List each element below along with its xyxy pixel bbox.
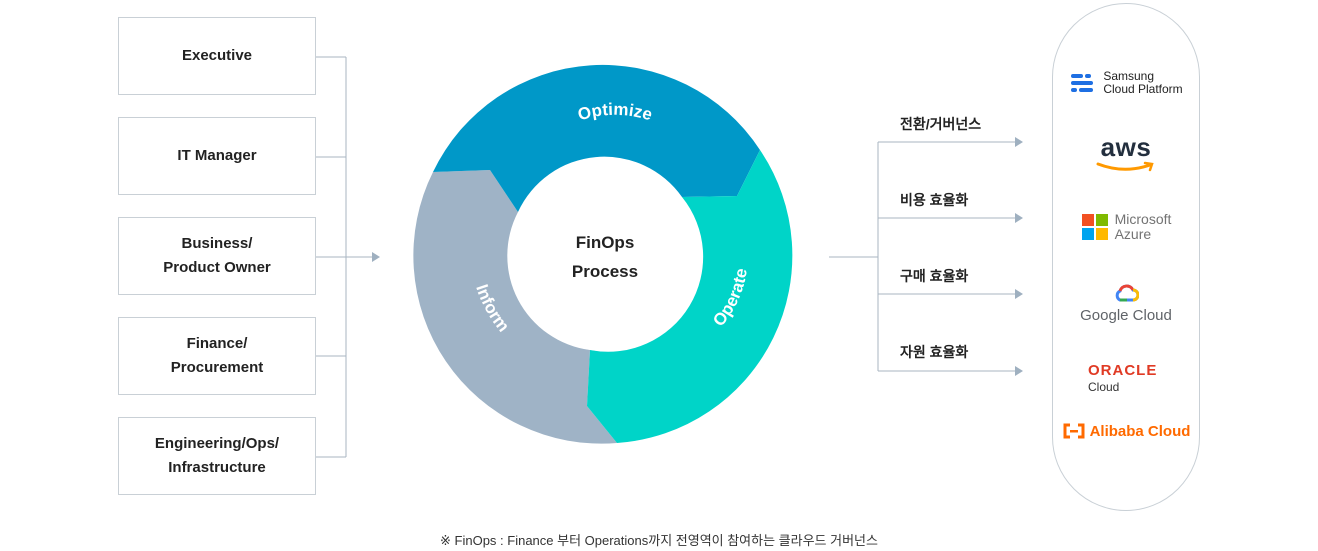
role-finance: Finance/ Procurement <box>118 317 316 395</box>
azure-line1: Microsoft <box>1114 211 1172 227</box>
oracle-cloud-text: Cloud <box>1088 380 1120 394</box>
aws-logo: aws <box>1052 130 1200 176</box>
samsung-line1: Samsung <box>1103 69 1155 83</box>
alibaba-cloud-logo: Alibaba Cloud <box>1052 419 1200 443</box>
microsoft-azure-logo: Microsoft Azure <box>1052 211 1200 243</box>
benefit-cost-efficiency: 비용 효율화 <box>900 192 969 208</box>
google-cloud-text: Google Cloud <box>1080 306 1172 324</box>
alibaba-cloud-icon <box>1063 423 1085 439</box>
microsoft-icon <box>1081 214 1108 240</box>
aws-text: aws <box>1100 132 1152 162</box>
role-label: IT Manager <box>177 147 257 164</box>
phase-inform-segment <box>413 170 617 444</box>
benefit-resource-efficiency: 자원 효율화 <box>900 344 969 360</box>
center-hole <box>511 163 699 351</box>
role-business-owner: Business/ Product Owner <box>118 217 316 295</box>
footnote: ※ FinOps : Finance 부터 Operations까지 전영역이 … <box>440 533 878 548</box>
role-label: Executive <box>181 47 253 64</box>
oracle-cloud-logo: ORACLE Cloud <box>1052 362 1200 396</box>
role-label: Business/ Product Owner <box>163 235 271 276</box>
center-title-text: FinOps Process <box>571 233 639 281</box>
phase-operate-segment <box>587 150 793 443</box>
role-it-manager: IT Manager <box>118 117 316 195</box>
benefit-purchase-efficiency: 구매 효율화 <box>900 268 969 284</box>
aws-smile-icon <box>1096 161 1154 172</box>
role-label: Finance/ Procurement <box>170 335 264 376</box>
alibaba-text: Alibaba Cloud <box>1089 422 1191 440</box>
role-engineering: Engineering/Ops/ Infrastructure <box>118 417 316 495</box>
center-title: FinOps Process <box>540 228 670 286</box>
role-executive: Executive <box>118 17 316 95</box>
cloud-providers-panel <box>1052 3 1200 511</box>
benefit-governance: 전환/거버넌스 <box>900 116 982 132</box>
role-label: Engineering/Ops/ Infrastructure <box>154 435 280 476</box>
phase-optimize-segment <box>433 64 760 212</box>
samsung-cloud-logo: Samsung Cloud Platform <box>1052 66 1200 100</box>
samsung-line2: Cloud Platform <box>1103 82 1183 96</box>
arrowhead-4 <box>1015 366 1023 376</box>
arrowhead-1 <box>1015 137 1023 147</box>
arrowhead-left <box>372 252 380 262</box>
arrowhead-2 <box>1015 213 1023 223</box>
oracle-text: ORACLE <box>1088 362 1158 379</box>
google-cloud-logo: Google Cloud <box>1052 280 1200 326</box>
google-cloud-icon <box>1115 284 1139 301</box>
arrowhead-3 <box>1015 289 1023 299</box>
samsung-cloud-icon <box>1071 74 1094 92</box>
azure-line2: Azure <box>1114 226 1152 242</box>
